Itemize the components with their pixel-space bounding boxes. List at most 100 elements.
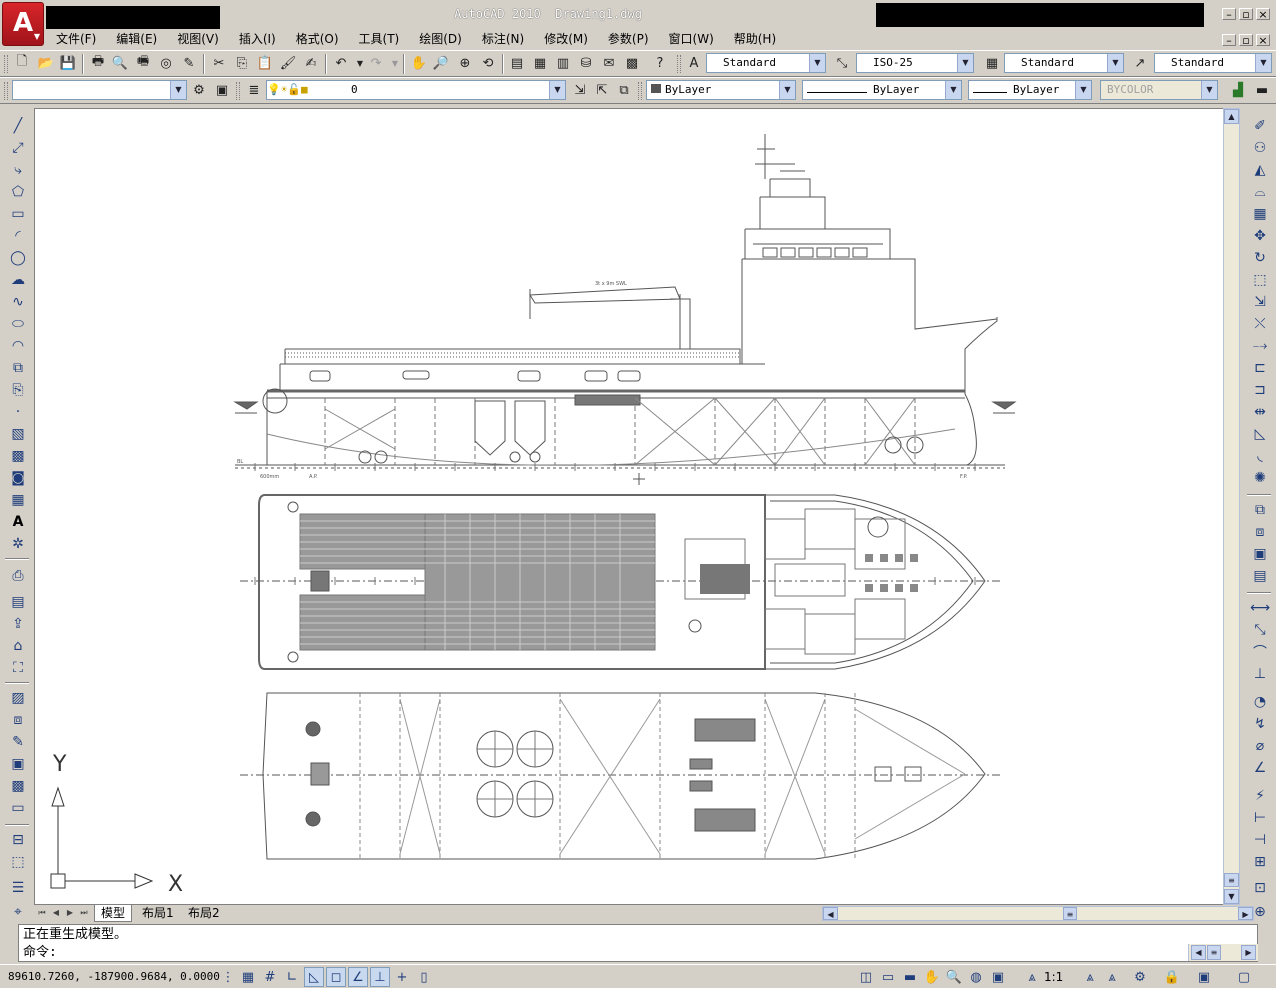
multileader-style-icon[interactable]: ↗ [1134, 55, 1146, 71]
break-at-point-icon[interactable]: ⊏ [1254, 360, 1266, 376]
measure-icon[interactable]: ⊟ [12, 832, 24, 848]
image-icon[interactable]: ▨ [11, 690, 25, 706]
command-line[interactable]: 正在重生成模型。 命令: [18, 924, 1258, 962]
tool-palettes-icon[interactable]: ▥ [556, 55, 570, 71]
open-folder-icon[interactable]: 📂 [37, 55, 55, 71]
make-block-icon[interactable]: ⎘ [12, 382, 24, 398]
auto-scale-icon[interactable]: ⩓ [1108, 969, 1116, 985]
coordinate-readout[interactable]: 89610.7260, -187900.9684, 0.0000 [8, 970, 220, 983]
dimension-style-select[interactable]: ISO-25▼ [856, 53, 974, 73]
draw-order-back-icon[interactable]: ⧈ [1255, 524, 1265, 540]
join-icon[interactable]: ⇹ [1254, 404, 1266, 420]
annotation-scale-icon[interactable]: ⩓ [1028, 969, 1036, 985]
radius-icon[interactable]: ◔ [1253, 694, 1267, 710]
menu-dimension[interactable]: 标注(N) [481, 32, 525, 46]
cmd-scroll-right[interactable]: ▶ [1241, 945, 1256, 960]
command-scrollbar[interactable]: ◀ ≡ ▶ [1188, 944, 1258, 961]
stamp-icon[interactable]: ⛶ [13, 660, 23, 676]
undo-icon[interactable]: ↶ [335, 55, 347, 71]
minimize-button[interactable]: – [1222, 8, 1236, 21]
spline-icon[interactable]: ∿ [12, 294, 24, 310]
command-prompt[interactable]: 命令: [23, 945, 57, 960]
menu-window[interactable]: 窗口(W) [668, 32, 714, 46]
make-current-icon[interactable]: ⇲ [574, 82, 586, 98]
rotate-icon[interactable]: ↻ [1254, 250, 1266, 266]
copy-icon[interactable]: ⎘ [236, 55, 248, 71]
maximize-button[interactable]: ▫ [1239, 8, 1253, 21]
gradient-icon[interactable]: ▬ [1255, 82, 1269, 98]
menu-file[interactable]: 文件(F) [56, 32, 97, 46]
toolbar-grip[interactable] [4, 55, 8, 73]
new-file-icon[interactable]: 🗋 [16, 54, 28, 69]
polygon-icon[interactable]: ⬠ [11, 184, 25, 200]
construction-line-icon[interactable]: ⤢ [12, 140, 24, 156]
break-icon[interactable]: ⊐ [1254, 382, 1266, 398]
polyline-icon[interactable]: ⤷ [14, 162, 22, 178]
paste-icon[interactable]: 📋 [256, 55, 274, 71]
scroll-down-button[interactable]: ▼ [1224, 889, 1239, 904]
object-snap-icon[interactable]: ◻ [326, 967, 346, 987]
toolbar-grip[interactable] [236, 82, 240, 100]
quick-view-drawings-icon[interactable]: ▬ [903, 969, 917, 985]
ortho-icon[interactable]: ∟ [286, 969, 298, 985]
undo-dropdown-icon[interactable]: ▼ [356, 58, 364, 68]
trim-icon[interactable]: ⤬ [1254, 316, 1266, 332]
hardware-acceleration-icon[interactable]: ▣ [1197, 969, 1211, 985]
image-adjust-icon[interactable]: ✎ [12, 734, 24, 750]
ellipse-arc-icon[interactable]: ◠ [11, 338, 25, 354]
transparency-icon[interactable]: ▩ [11, 778, 25, 794]
scroll-thumb[interactable]: ≡ [1224, 873, 1239, 887]
zoom-status-icon[interactable]: 🔍 [945, 969, 963, 985]
linetype-select[interactable]: ByLayer▼ [802, 80, 962, 100]
center-mark-icon[interactable]: ⊕ [1254, 904, 1266, 920]
showmotion-icon[interactable]: ▣ [991, 969, 1005, 985]
application-menu-button[interactable]: A ▼ [2, 2, 44, 46]
menu-tools[interactable]: 工具(T) [358, 32, 400, 46]
prev-tab-icon[interactable]: ◀ [52, 908, 60, 917]
annotation-visibility-icon[interactable]: ⩓ [1086, 969, 1094, 985]
bring-above-icon[interactable]: ▣ [1253, 546, 1267, 562]
redo-dropdown-icon[interactable]: ▼ [391, 58, 399, 68]
scroll-up-button[interactable]: ▲ [1224, 109, 1239, 124]
lineweight-select[interactable]: ByLayer▼ [968, 80, 1092, 100]
tolerance-icon[interactable]: ⊡ [1254, 880, 1266, 896]
model-space-canvas[interactable]: 3t x 9m SWL 600mm A.P. F.P. BL Y X [34, 108, 1224, 905]
array-icon[interactable]: ▦ [1253, 206, 1267, 222]
line-icon[interactable]: ╱ [13, 118, 23, 134]
aligned-dimension-icon[interactable]: ⤡ [1254, 622, 1266, 638]
zoom-realtime-icon[interactable]: 🔎 [432, 55, 450, 71]
object-snap-tracking-icon[interactable]: ∠ [348, 967, 368, 987]
doc-close-button[interactable]: × [1256, 34, 1270, 47]
calculator-icon[interactable]: ▩ [625, 55, 639, 71]
locate-point-icon[interactable]: ⌖ [14, 904, 22, 920]
quick-dimension-icon[interactable]: ⚡ [1255, 788, 1265, 804]
circle-icon[interactable]: ◯ [10, 250, 26, 266]
steering-wheel-icon[interactable]: ◍ [970, 969, 982, 985]
sheet-set-icon[interactable]: ⛁ [580, 55, 592, 71]
add-selected-icon[interactable]: ✲ [12, 536, 24, 552]
region-icon[interactable]: ◙ [11, 470, 25, 486]
image-clip-icon[interactable]: ⧈ [13, 712, 23, 728]
arc-length-icon[interactable]: ⌒ [1253, 645, 1267, 661]
multiline-text-icon[interactable]: A [12, 514, 24, 530]
menu-draw[interactable]: 绘图(D) [419, 32, 462, 46]
block-editor-icon[interactable]: ✍ [305, 55, 317, 71]
menu-help[interactable]: 帮助(H) [733, 32, 777, 46]
move-icon[interactable]: ✥ [1254, 228, 1266, 244]
extend-icon[interactable]: ⤍ [1252, 338, 1268, 354]
match-properties-icon[interactable]: 🖌 [279, 55, 297, 71]
insert-block-icon[interactable]: ⧉ [13, 360, 23, 376]
hatch-icon[interactable]: ▧ [11, 426, 25, 442]
infer-constraints-icon[interactable]: ⋮ [221, 969, 235, 985]
explode-icon[interactable]: ✺ [1254, 470, 1266, 486]
plot-icon[interactable]: 🖶 [91, 54, 105, 69]
publish-3d-icon[interactable]: ◎ [160, 55, 172, 71]
text-style-select[interactable]: Standard▼ [706, 53, 826, 73]
table-icon[interactable]: ▦ [11, 492, 25, 508]
cut-icon[interactable]: ✂ [213, 55, 225, 71]
design-center-icon[interactable]: ▦ [533, 55, 547, 71]
area-icon[interactable]: ⬚ [11, 854, 25, 870]
dynamic-ucs-icon[interactable]: ⊥ [370, 967, 390, 987]
cmd-scroll-left[interactable]: ◀ [1191, 945, 1206, 960]
lineweight-toggle-icon[interactable]: ▯ [420, 969, 428, 985]
